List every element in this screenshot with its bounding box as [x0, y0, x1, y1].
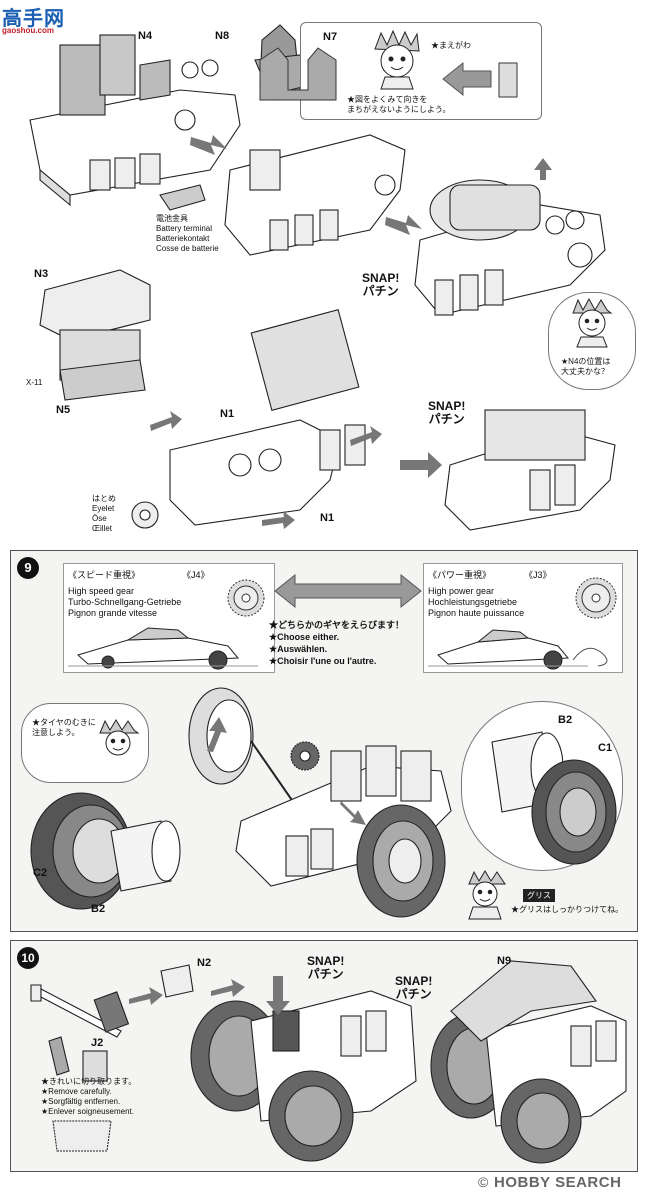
bubble-tire-note: ★タイヤのむきに 注意しよう。: [21, 703, 149, 783]
label-n8: N8: [215, 30, 230, 42]
note-direction: ★図をよくみて向きを まちがえないようにしよう。: [347, 95, 451, 114]
eyelet-text: はとめ Eyelet Öse Œillet: [92, 494, 116, 533]
grease-tag: グリス: [523, 889, 555, 902]
battery-terminal-text: 電池金具 Battery terminal Batteriekontakt Co…: [156, 214, 219, 253]
snap-label-4: SNAP! パチン: [395, 974, 433, 1001]
tire-c1-drawing: [491, 731, 617, 865]
label-n2: N2: [197, 957, 212, 969]
mascot-boy-icon: [468, 870, 506, 920]
watermark-logo: 高手网 gaoshou.com: [2, 2, 82, 36]
grease-note: ★グリスはしっかりつけてね。: [511, 905, 624, 914]
label-j2: J2: [91, 1037, 104, 1049]
step9-section: 9 《スピード重視》 《J4》 High speed gear Turbo-Sc…: [10, 550, 638, 932]
choose-double-arrow-icon: [274, 573, 422, 609]
power-part: 《J3》: [524, 570, 552, 580]
power-title: 《パワー重視》: [428, 570, 492, 580]
label-n1-bottom: N1: [320, 512, 335, 524]
part-n7-drawing: [259, 47, 337, 101]
footer-brand: HOBBY SEARCH: [494, 1174, 622, 1191]
note-tire: ★タイヤのむきに 注意しよう。: [32, 718, 96, 737]
copyright-symbol: ©: [478, 1174, 489, 1190]
note-n4-position: ★N4の位置は 大丈夫かな？: [561, 357, 611, 376]
speed-car-icon: [68, 627, 258, 670]
step10-section: 10: [10, 940, 638, 1172]
power-gear-panel: 《パワー重視》 《J3》 High power gear Hochleistun…: [423, 563, 623, 673]
snap-label-1: SNAP! パチン: [362, 271, 400, 298]
remove-carefully-text: ★きれいに切り取ります。 ★Remove carefully. ★Sorgfäl…: [41, 1077, 137, 1116]
gear-j4-icon: [227, 579, 265, 617]
mascot-boy-icon: [374, 29, 420, 90]
step9-assembly-drawing: [30, 687, 452, 918]
choose-text: ★どちらかのギヤをえらびます！ ★Choose either. ★Auswähl…: [269, 620, 405, 666]
bubble-n4-note: ★N4の位置は 大丈夫かな？: [548, 292, 636, 390]
label-n1-top: N1: [220, 408, 235, 420]
watermark-domain: gaoshou.com: [2, 26, 55, 35]
speed-gear-panel: 《スピード重視》 《J4》 High speed gear Turbo-Schn…: [63, 563, 275, 673]
mascot-boy-icon: [99, 719, 140, 756]
step10-number: 10: [17, 947, 39, 969]
label-n4: N4: [138, 30, 153, 42]
step9-number: 9: [17, 557, 39, 579]
label-n7: N7: [323, 31, 338, 43]
bubble-n7-direction: N7 ★まえがわ ★図をよくみて向きを まちがえないようにしよう。: [300, 22, 542, 120]
label-b2-right: B2: [558, 714, 573, 726]
step10-assembly-drawing: [30, 960, 627, 1164]
mascot-boy-icon: [572, 297, 613, 348]
speed-title: 《スピード重視》: [68, 570, 141, 580]
label-b2-left: B2: [91, 903, 106, 915]
bubble-tire-assembly: B2 C1: [461, 701, 623, 871]
snap-label-2: SNAP! パチン: [428, 399, 466, 426]
footer-watermark: © HOBBY SEARCH: [478, 1172, 644, 1194]
front-label: ★まえがわ: [431, 41, 471, 50]
speed-part: 《J4》: [182, 570, 210, 580]
step8-area: N4 N8 N3 N5 X-11 N1 N1 N7 ★まえがわ ★図をよくみて向…: [0, 0, 647, 540]
label-n3: N3: [34, 268, 49, 280]
front-arrow-icon: [442, 61, 518, 98]
power-text: High power gear Hochleistungsgetriebe Pi…: [428, 586, 525, 618]
gear-j3-icon: [575, 577, 617, 619]
snap-label-3: SNAP! パチン: [307, 954, 345, 981]
label-n9: N9: [497, 955, 512, 967]
power-car-icon: [428, 629, 608, 670]
label-n5: N5: [56, 404, 71, 416]
label-c1: C1: [598, 742, 613, 754]
label-x11: X-11: [26, 378, 43, 387]
speed-text: High speed gear Turbo-Schnellgang-Getrie…: [68, 586, 182, 618]
watermark-brand: 高手网: [2, 8, 65, 30]
label-c2: C2: [33, 867, 48, 879]
